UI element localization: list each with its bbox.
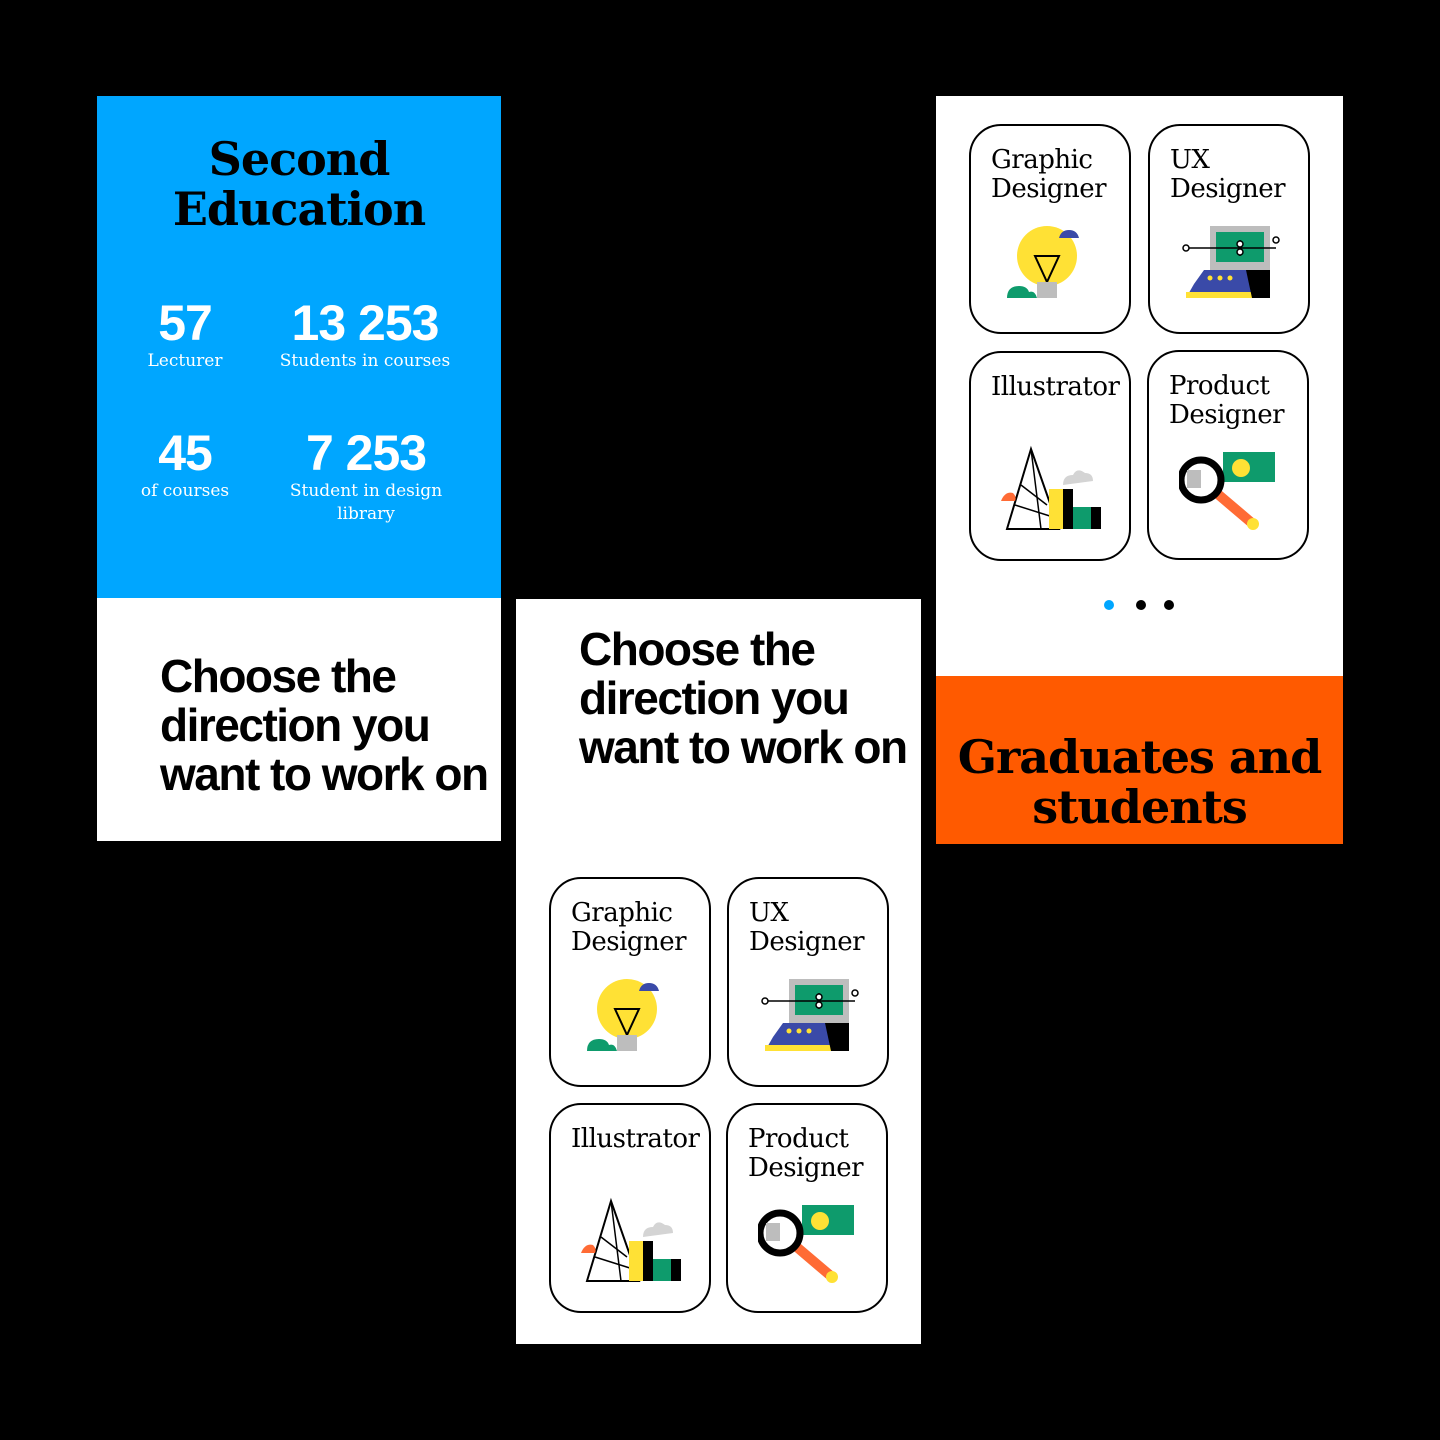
stat-label: Student in design library [289, 481, 443, 524]
pagination-dot[interactable] [1136, 600, 1146, 610]
card-illustrator[interactable]: Illustrator [969, 351, 1131, 561]
card-title: Illustrator [991, 372, 1120, 402]
stat-lecturers: 57 Lecturer [135, 296, 235, 373]
pagination-dot[interactable] [1164, 600, 1174, 610]
pagination-dots [1104, 600, 1184, 612]
stat-label: Students in courses [279, 351, 451, 371]
mountain-icon [581, 1200, 681, 1282]
stat-library: 7 253 Student in design library [277, 426, 455, 526]
section-heading: Choose the direction you want to work on [579, 623, 908, 773]
lightbulb-icon [586, 978, 660, 1052]
computer-icon [1182, 225, 1280, 299]
pagination-dot-active[interactable] [1104, 600, 1114, 610]
card-graphic-designer[interactable]: Graphic Designer [549, 877, 711, 1087]
graduates-banner: Graduates and students [936, 676, 1343, 844]
stat-value: 45 [158, 425, 213, 481]
card-product-designer[interactable]: Product Designer [726, 1103, 888, 1313]
screen-directions: Choose the direction you want to work on… [516, 599, 921, 1344]
magnifier-icon [1179, 444, 1279, 534]
card-illustrator[interactable]: Illustrator [549, 1103, 711, 1313]
card-title: Graphic Designer [571, 898, 687, 957]
card-ux-designer[interactable]: UX Designer [1148, 124, 1310, 334]
card-title: UX Designer [749, 898, 865, 957]
card-title: Product Designer [1169, 371, 1285, 430]
stat-value: 57 [158, 295, 213, 351]
banner-title: Graduates and students [957, 730, 1323, 834]
stat-courses: 45 of courses [135, 426, 235, 503]
section-heading: Choose the direction you want to work on [160, 650, 489, 800]
stats-hero: Second Education 57 Lecturer 13 253 Stud… [97, 96, 501, 598]
lightbulb-icon [1006, 225, 1080, 299]
stat-value: 7 253 [305, 425, 427, 481]
stat-students: 13 253 Students in courses [265, 296, 465, 373]
stat-label: of courses [140, 481, 230, 501]
hero-title: Second Education [172, 132, 426, 236]
card-ux-designer[interactable]: UX Designer [727, 877, 889, 1087]
mountain-icon [1001, 448, 1101, 530]
stat-value: 13 253 [291, 295, 440, 351]
computer-icon [761, 978, 859, 1052]
screen-stats: Second Education 57 Lecturer 13 253 Stud… [97, 96, 501, 841]
card-title: Product Designer [748, 1124, 864, 1183]
stat-label: Lecturer [147, 351, 223, 371]
card-product-designer[interactable]: Product Designer [1147, 350, 1309, 560]
card-graphic-designer[interactable]: Graphic Designer [969, 124, 1131, 334]
card-title: Illustrator [571, 1124, 700, 1154]
card-title: Graphic Designer [991, 145, 1107, 204]
card-title: UX Designer [1170, 145, 1286, 204]
magnifier-icon [758, 1197, 858, 1287]
screen-graduates: Graphic Designer UX Designer Illustrator… [936, 96, 1343, 844]
